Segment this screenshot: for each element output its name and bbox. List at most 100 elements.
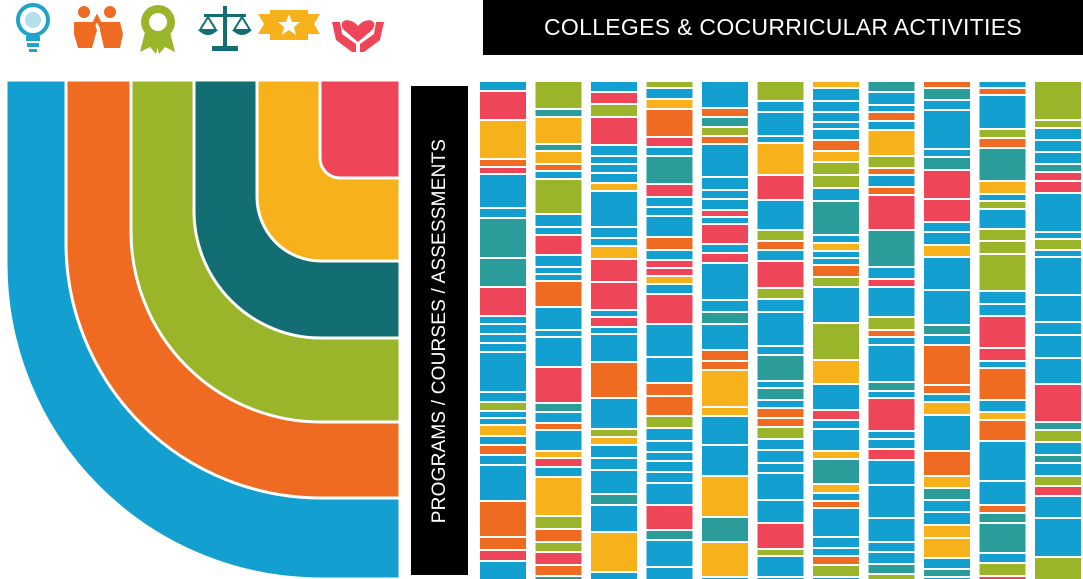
stripe-segment: [979, 195, 1026, 200]
helping-people-icon: [74, 6, 123, 48]
stripe-segment: [757, 113, 804, 135]
stripe-segment: [813, 502, 859, 507]
lightbulb-icon: [16, 3, 50, 52]
stripe-segment: [591, 239, 637, 245]
stripe-segment: [757, 201, 804, 229]
stripe-segment: [646, 198, 693, 206]
stripe-segment: [535, 431, 582, 450]
stripe-segment: [979, 506, 1026, 512]
stripe-segment: [924, 233, 970, 244]
stripe-segment: [591, 82, 637, 91]
stripe-segment: [646, 453, 693, 460]
stripe-segment: [979, 89, 1026, 94]
concentric-arcs-graphic: [0, 80, 400, 579]
stripe-segment: [480, 538, 526, 549]
stripe-segment: [924, 526, 970, 537]
stripe-segment: [535, 553, 582, 564]
stripe-segment: [924, 246, 970, 256]
stripe-segment: [535, 530, 582, 541]
stripe-segment: [646, 110, 693, 136]
stripe-segment: [646, 138, 693, 146]
stripe-segment: [1035, 182, 1081, 192]
stripe-segment: [480, 426, 526, 435]
stripe-segment: [757, 401, 804, 407]
stripe-segment: [480, 403, 526, 410]
stripe-segment: [979, 292, 1026, 303]
stripe-segment: [979, 577, 1026, 579]
stripe-segment: [702, 362, 748, 369]
stripe-segment: [868, 338, 915, 344]
stripe-segment: [757, 356, 804, 380]
stripe-segment: [1035, 477, 1081, 485]
stripe-segment: [702, 211, 748, 216]
stripe-segment: [646, 358, 693, 382]
stripe-segment: [868, 565, 915, 573]
stripe-segment: [591, 573, 637, 579]
stripe-segment: [646, 269, 693, 275]
stripe-segment: [868, 450, 915, 459]
stripe-segment: [480, 456, 526, 464]
stripe-segment: [813, 385, 859, 409]
stripe-segment: [868, 432, 915, 438]
stripe-segment: [591, 318, 637, 326]
stripe-segment: [1035, 487, 1081, 495]
stripe-segment: [757, 524, 804, 548]
stripe-segment: [591, 335, 637, 361]
stripe-segment: [979, 210, 1026, 228]
stripe-segment: [924, 501, 970, 511]
stripe-segment: [591, 118, 637, 144]
stripe-segment: [535, 228, 582, 234]
stripe-segment: [646, 295, 693, 323]
stripe-segment: [480, 82, 526, 90]
stripe-segment: [591, 228, 637, 237]
stripe-segment: [1035, 359, 1081, 383]
stripe-segment: [868, 399, 915, 430]
stripe-segment: [924, 489, 970, 499]
stripe-column: [813, 82, 859, 579]
stripe-segment: [868, 383, 915, 390]
stripe-segment: [702, 351, 748, 360]
stripe-segment: [1035, 323, 1081, 334]
stripe-segment: [924, 82, 970, 87]
stripe-segment: [480, 175, 526, 207]
stripe-segment: [813, 266, 859, 276]
stripe-segment: [702, 118, 748, 126]
stripe-segment: [535, 236, 582, 254]
stripe-segment: [868, 231, 915, 266]
stripe-segment: [646, 568, 693, 579]
stripe-segment: [591, 93, 637, 103]
heart-hands-icon: [332, 20, 384, 52]
stripe-segment: [646, 89, 693, 98]
stripe-segment: [979, 255, 1026, 290]
stripe-segment: [702, 178, 748, 189]
stripe-segment: [1035, 336, 1081, 357]
stripe-segment: [813, 278, 859, 286]
stripe-segment: [535, 452, 582, 457]
stripe-segment: [591, 146, 637, 155]
stripe-segment: [535, 82, 582, 108]
stripe-segment: [1035, 519, 1081, 556]
stripe-segment: [591, 430, 637, 436]
stripe-segment: [646, 462, 693, 471]
stripe-segment: [480, 288, 526, 315]
stripe-segment: [702, 245, 748, 252]
stripe-segment: [702, 408, 748, 415]
stripe-segment: [979, 442, 1026, 480]
stripe-segment: [924, 223, 970, 231]
stripe-segment: [924, 346, 970, 384]
stripe-segment: [868, 553, 915, 563]
stripe-segment: [979, 82, 1026, 87]
stripe-segment: [1035, 258, 1081, 294]
stripe-segment: [979, 305, 1026, 315]
stripe-segment: [813, 411, 859, 419]
stripe-segment: [979, 413, 1026, 419]
stripe-segment: [868, 392, 915, 397]
stripe-segment: [480, 551, 526, 560]
stripe-segment: [535, 110, 582, 116]
stripe-segment: [868, 486, 915, 517]
stripe-segment: [702, 254, 748, 262]
stripe-segment: [535, 566, 582, 575]
stripe-segment: [757, 389, 804, 399]
stripe-segment: [757, 557, 804, 576]
stripe-segment: [979, 482, 1026, 504]
